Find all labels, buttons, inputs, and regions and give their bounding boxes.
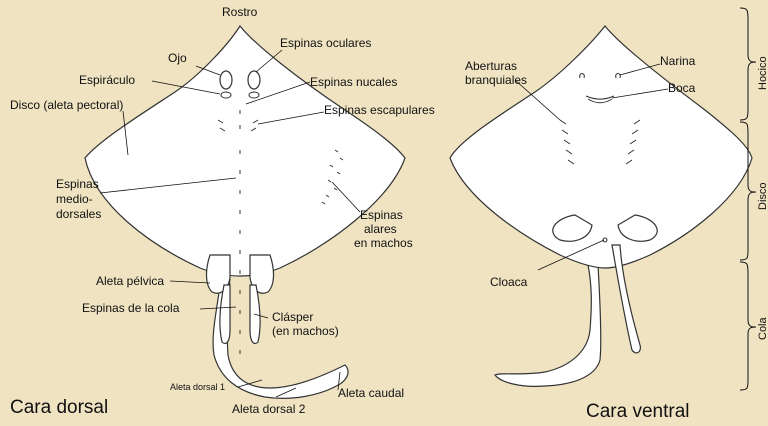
label-espinas-mediodorsales-3: dorsales [56,207,101,221]
label-aleta-dorsal-2: Aleta dorsal 2 [232,402,306,416]
label-espinas-mediodorsales-1: Espinas [56,177,99,191]
label-narina: Narina [660,54,696,68]
label-espiraculo: Espiráculo [79,73,135,87]
label-aberturas-branquiales-1: Aberturas [465,59,517,73]
label-aleta-pelvica: Aleta pélvica [96,274,164,288]
label-espinas-alares-1: Espinas [360,208,403,222]
label-espinas-escapulares: Espinas escapulares [324,103,435,117]
label-espinas-cola: Espinas de la cola [82,301,180,315]
region-brackets: Hocico Disco Cola [740,8,768,390]
label-cloaca: Cloaca [490,275,528,289]
label-clasper-1: Clásper [272,310,313,324]
label-espinas-mediodorsales-2: medio- [56,192,93,206]
label-rostro: Rostro [222,5,258,19]
dorsal-eye-left [220,71,232,89]
region-hocico: Hocico [757,56,768,90]
bracket-hocico [740,8,756,120]
leader-aleta-pelvica [170,281,210,283]
label-aberturas-branquiales-2: branquiales [465,73,527,87]
label-espinas-alares-3: en machos [354,236,413,250]
label-espinas-nucales: Espinas nucales [310,75,397,89]
label-ojo: Ojo [168,51,187,65]
label-espinas-oculares: Espinas oculares [280,36,371,50]
dorsal-eye-right [248,71,260,89]
label-disco-aleta-pectoral: Disco (aleta pectoral) [10,98,123,112]
bracket-cola [740,262,756,390]
label-aleta-dorsal-1: Aleta dorsal 1 [170,382,225,392]
label-clasper-2: (en machos) [272,324,339,338]
region-disco: Disco [757,182,768,210]
region-cola: Cola [757,316,768,340]
caption-cara-ventral: Cara ventral [586,401,690,421]
caption-cara-dorsal: Cara dorsal [10,397,108,418]
label-espinas-alares-2: alares [364,222,397,236]
label-aleta-caudal: Aleta caudal [338,386,404,400]
label-boca: Boca [668,81,696,95]
